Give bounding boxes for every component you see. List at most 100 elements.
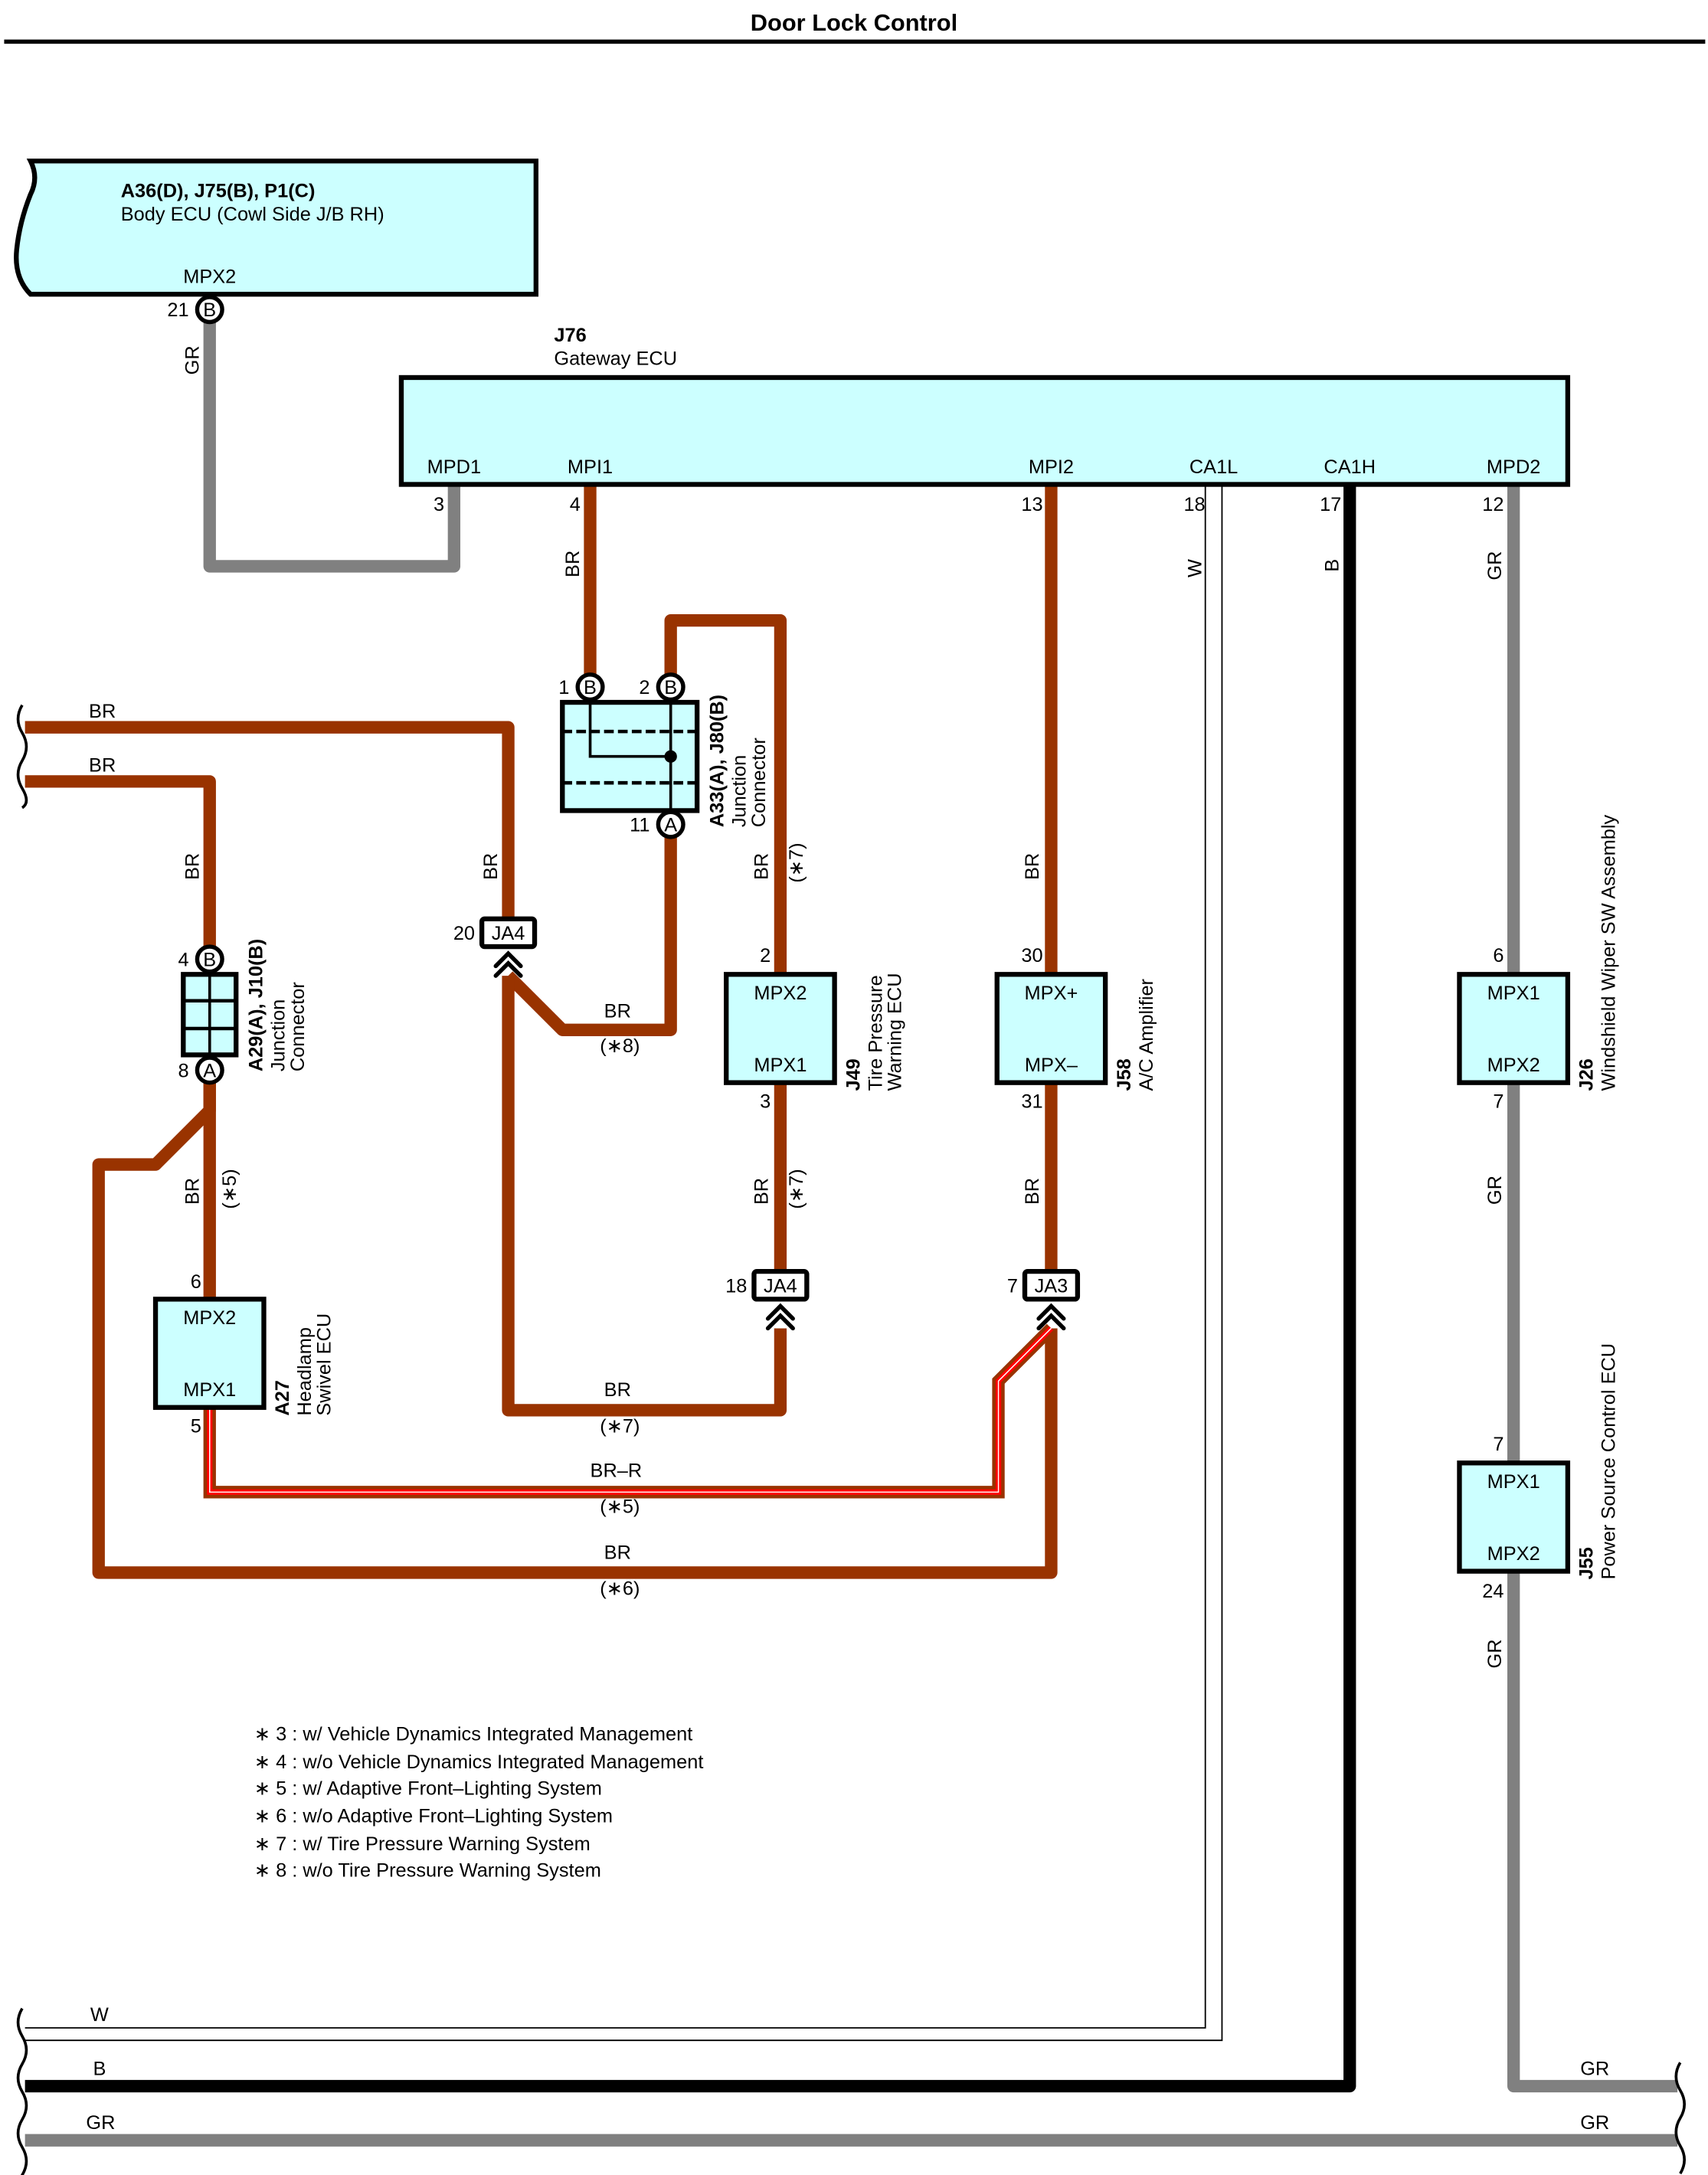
junction-ja4-top[interactable]: JA4 20 xyxy=(453,916,538,978)
junction-ja4-bottom[interactable]: JA4 18 xyxy=(725,1268,810,1331)
wire-label: BR xyxy=(1022,1178,1043,1205)
j49-box xyxy=(724,972,837,1085)
j55-bottom-pin-label: MPX2 xyxy=(1487,1543,1540,1565)
wire-label: GR xyxy=(1484,551,1506,581)
pin-a29-8[interactable]: A 8 xyxy=(178,1055,224,1085)
note-item: ∗ 5 : w/ Adaptive Front–Lighting System xyxy=(254,1778,602,1799)
pin-num: 18 xyxy=(1183,494,1205,515)
j55-top-pin-label: MPX1 xyxy=(1487,1471,1540,1493)
j55-line1: Power Source Control ECU xyxy=(1598,1343,1620,1580)
wire-note: (∗8) xyxy=(600,1035,640,1057)
break-marker-left-top xyxy=(16,704,28,809)
wire-note: (∗5) xyxy=(219,1169,240,1209)
pin-letter: B xyxy=(664,677,677,698)
wire-note: (∗7) xyxy=(600,1415,640,1437)
gateway-name: Gateway ECU xyxy=(554,348,677,370)
junction-ja3[interactable]: JA3 7 xyxy=(1007,1268,1081,1331)
pin-letter: A xyxy=(664,815,677,836)
gateway-pin-mpd2: MPD2 xyxy=(1487,456,1540,478)
pin-num: 8 xyxy=(178,1060,188,1081)
j49-top-pin-label: MPX2 xyxy=(754,983,807,1004)
a29-code: A29(A), J10(B) xyxy=(246,939,267,1071)
windshield-wiper-sw-assembly[interactable]: MPX1 MPX2 6 7 J26 Windshield Wiper SW As… xyxy=(1457,815,1620,1113)
j58-top-pin-label: MPX+ xyxy=(1025,983,1078,1004)
a27-top-pin-label: MPX2 xyxy=(183,1307,236,1329)
wire-label: BR xyxy=(604,1000,631,1022)
j55-box xyxy=(1457,1460,1571,1574)
pin-a33-1[interactable]: B 1 xyxy=(558,672,605,702)
gateway-pin-ca1l: CA1L xyxy=(1189,456,1238,478)
gateway-code: J76 xyxy=(554,325,586,346)
wire-label: BR xyxy=(562,551,584,577)
j26-top-pin-label: MPX1 xyxy=(1487,983,1540,1004)
a27-bottom-pin-label: MPX1 xyxy=(183,1379,236,1401)
note-item: ∗ 6 : w/o Adaptive Front–Lighting System xyxy=(254,1806,613,1827)
j58-box xyxy=(994,972,1108,1085)
wire-label: BR xyxy=(182,1178,203,1205)
chevron-up-icon xyxy=(493,950,523,969)
pin-a33-2[interactable]: B 2 xyxy=(639,672,685,702)
gateway-pin-mpi2: MPI2 xyxy=(1029,456,1074,478)
wire-label: GR xyxy=(1580,2059,1609,2080)
pin-num: 21 xyxy=(167,299,188,321)
pin-letter: B xyxy=(203,299,216,321)
a27-line2: Swivel ECU xyxy=(313,1313,335,1416)
pin-body-ecu-21[interactable]: B 21 xyxy=(167,295,224,325)
j49-line2: Warning ECU xyxy=(885,973,906,1091)
pin-num: 3 xyxy=(434,494,444,515)
wire-break-markers xyxy=(16,704,1686,2175)
a29-line1: Junction xyxy=(268,999,290,1071)
note-item: ∗ 3 : w/ Vehicle Dynamics Integrated Man… xyxy=(254,1724,693,1745)
wire-a29-to-ja3 xyxy=(92,1082,1058,1579)
pin-num: 13 xyxy=(1021,494,1042,515)
pin-num: 30 xyxy=(1021,945,1042,966)
junction-connector-a33[interactable]: A33(A), J80(B) Junction Connector xyxy=(560,695,770,828)
pin-letter: B xyxy=(584,677,597,698)
wire-label: B xyxy=(1322,559,1343,572)
pin-a33-11[interactable]: A 11 xyxy=(630,809,685,839)
page-title: Door Lock Control xyxy=(751,9,957,36)
wire-gateway-ca1h xyxy=(25,484,1356,2093)
wire-ja4-to-ja4-bottom xyxy=(502,976,787,1417)
j49-code: J49 xyxy=(843,1058,864,1091)
body-ecu[interactable]: A36(D), J75(B), P1(C) Body ECU (Cowl Sid… xyxy=(14,159,538,297)
tire-pressure-warning-ecu[interactable]: MPX2 MPX1 2 3 J49 Tire Pressure Warning … xyxy=(724,945,906,1112)
j49-line1: Tire Pressure xyxy=(865,975,886,1091)
a33-line2: Connector xyxy=(748,738,770,828)
gateway-ecu[interactable]: J76 Gateway ECU MPD1 MPI1 MPI2 CA1L CA1H… xyxy=(398,325,1571,515)
chevron-up-icon xyxy=(765,1303,795,1321)
wire-note: (∗7) xyxy=(786,842,807,882)
pin-num: 24 xyxy=(1482,1581,1503,1602)
note-item: ∗ 7 : w/ Tire Pressure Warning System xyxy=(254,1833,591,1855)
note-item: ∗ 4 : w/o Vehicle Dynamics Integrated Ma… xyxy=(254,1751,704,1773)
j58-line1: A/C Amplifier xyxy=(1136,978,1157,1091)
pin-a29-4[interactable]: B 4 xyxy=(178,944,224,974)
power-source-control-ecu[interactable]: MPX1 MPX2 7 24 J55 Power Source Control … xyxy=(1457,1343,1620,1602)
headlamp-swivel-ecu[interactable]: MPX2 MPX1 6 5 A27 Headlamp Swivel ECU xyxy=(152,1271,335,1437)
chevron-up-icon xyxy=(1036,1303,1066,1321)
splice-dot xyxy=(664,750,677,763)
wire-label: BR–R xyxy=(591,1460,643,1481)
a27-box xyxy=(152,1297,267,1410)
pin-num: 11 xyxy=(630,815,649,836)
pin-num: 7 xyxy=(1493,1434,1503,1455)
wire-label: BR xyxy=(604,1379,631,1401)
junction-connector-a29[interactable]: A29(A), J10(B) Junction Connector xyxy=(181,939,309,1071)
gateway-pin-ca1h: CA1H xyxy=(1324,456,1376,478)
wire-label: BR xyxy=(89,701,116,722)
pin-num: 2 xyxy=(639,677,649,698)
pin-num: 4 xyxy=(178,949,188,970)
wire-label: GR xyxy=(86,2112,115,2134)
wires-layer xyxy=(25,322,1678,2147)
break-marker-left-bottom xyxy=(16,2007,28,2175)
wire-label: GR xyxy=(1484,1639,1506,1668)
wire-left-br2-to-a29 xyxy=(25,775,216,947)
ac-amplifier[interactable]: MPX+ MPX– 30 31 J58 A/C Amplifier xyxy=(994,945,1157,1112)
wire-gateway-ca1l-w-0 xyxy=(25,484,1206,2029)
wire-label: BR xyxy=(182,853,203,880)
pin-num: 18 xyxy=(725,1275,747,1297)
pin-num: 20 xyxy=(453,923,475,944)
pin-letter: B xyxy=(203,949,216,970)
wire-label: BR xyxy=(1022,853,1043,880)
